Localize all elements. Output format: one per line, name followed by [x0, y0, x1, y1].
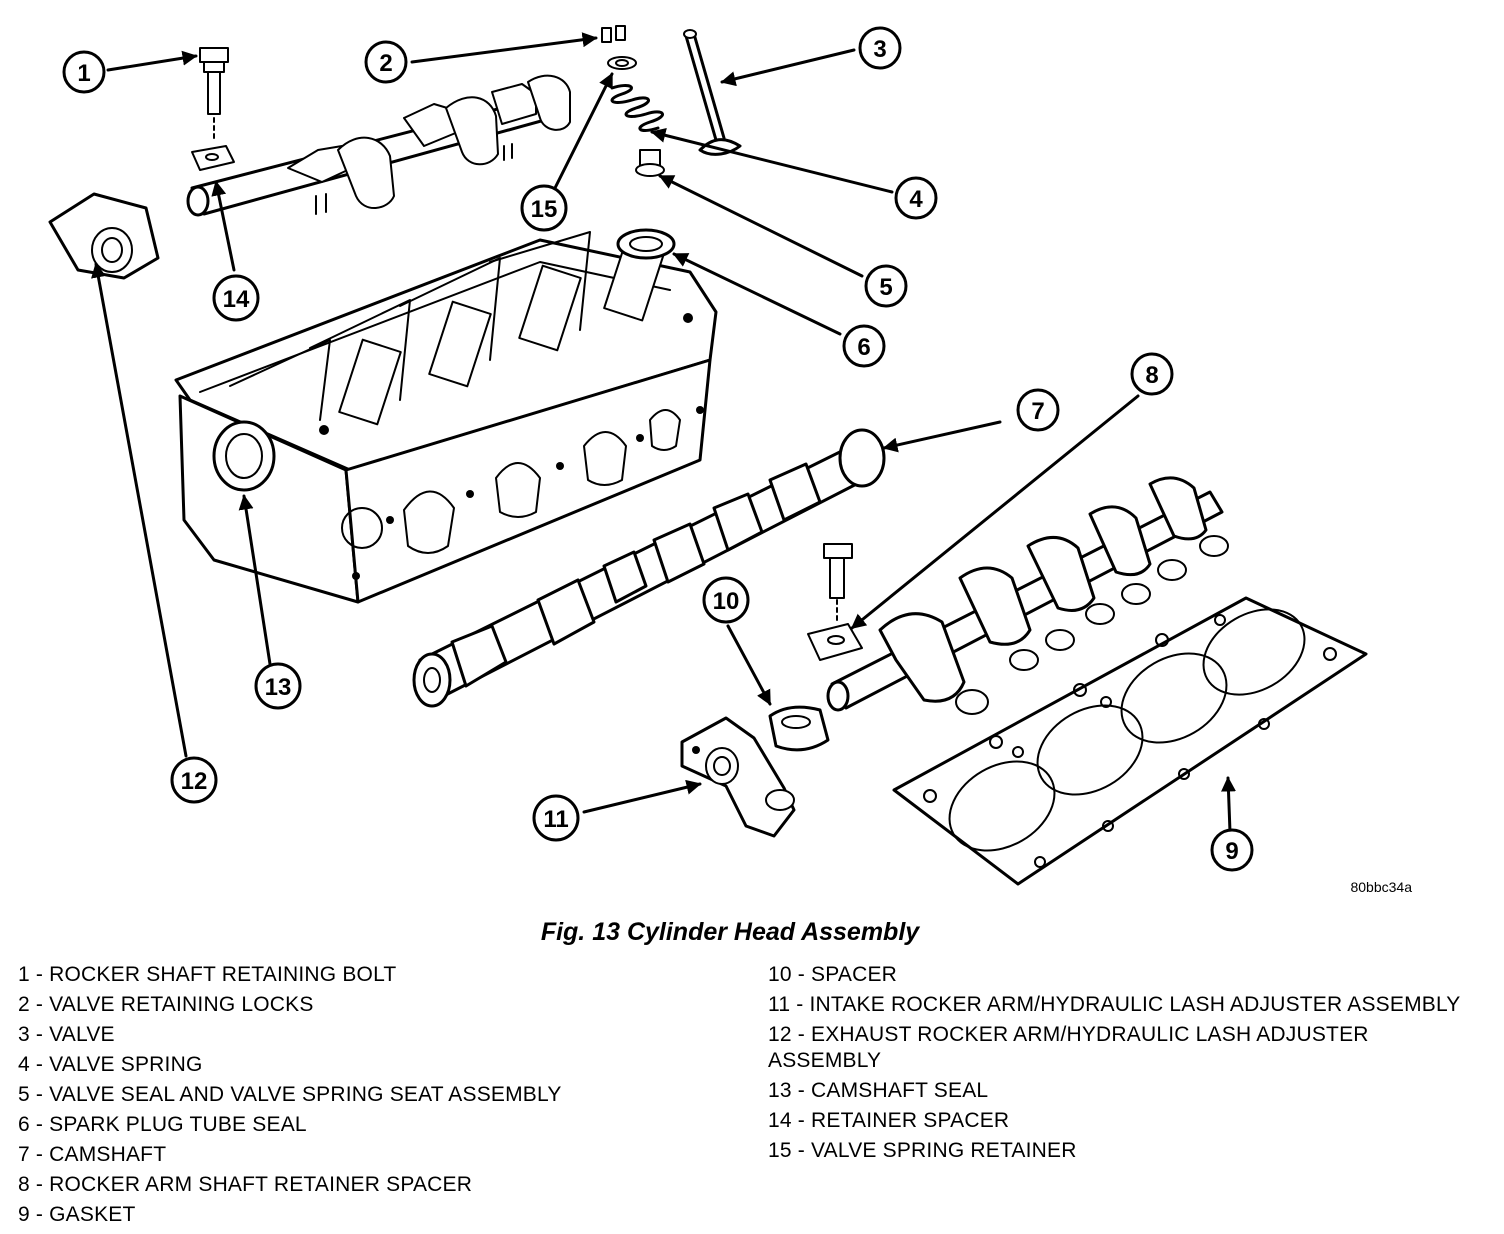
callout-15: 15 — [520, 184, 568, 232]
legend-item: 8 - ROCKER ARM SHAFT RETAINER SPACER — [18, 1173, 473, 1196]
figure-caption: Fig. 13 Cylinder Head Assembly — [540, 918, 920, 946]
callout-13: 13 — [254, 662, 302, 710]
valve — [683, 29, 742, 156]
legend-item: 10 - SPACER — [768, 963, 898, 986]
valve-seal-and-spring-seat — [635, 149, 665, 177]
legend-item: 1 - ROCKER SHAFT RETAINING BOLT — [18, 963, 397, 986]
cylinder-head — [174, 228, 718, 604]
callout-3: 3 — [858, 26, 902, 70]
legend-item: 14 - RETAINER SPACER — [768, 1109, 1010, 1132]
legend-item: 11 - INTAKE ROCKER ARM/HYDRAULIC LASH AD… — [768, 993, 1461, 1016]
figure-reference-code: 80bbc34a — [1350, 879, 1412, 895]
rocker-shaft-retaining-bolt — [199, 47, 229, 141]
svg-text:6: 6 — [857, 334, 870, 361]
exploded-view-illustration: 1 2 3 4 5 6 7 8 9 10 11 12 — [48, 25, 1412, 895]
camshaft — [412, 428, 886, 708]
svg-text:9: 9 — [1225, 838, 1238, 865]
valve-retaining-locks — [601, 25, 626, 43]
callout-9: 9 — [1210, 828, 1254, 872]
callout-2: 2 — [364, 40, 408, 84]
callout-4: 4 — [894, 176, 938, 220]
svg-text:14: 14 — [223, 286, 250, 313]
lower-rocker-shaft-assembly — [807, 476, 1229, 715]
valve-spring-retainer — [607, 56, 637, 70]
leader-arrows — [91, 32, 1236, 834]
callout-6: 6 — [842, 324, 886, 368]
svg-text:3: 3 — [873, 36, 886, 63]
callout-11: 11 — [532, 794, 580, 842]
svg-text:8: 8 — [1145, 362, 1158, 389]
svg-text:7: 7 — [1031, 398, 1044, 425]
callout-14: 14 — [212, 274, 260, 322]
callout-5: 5 — [864, 264, 908, 308]
valve-spring — [610, 84, 664, 132]
callout-1: 1 — [62, 50, 106, 94]
svg-text:5: 5 — [879, 274, 892, 301]
callout-8: 8 — [1130, 352, 1174, 396]
exhaust-rocker-arm — [48, 192, 160, 280]
callout-10: 10 — [702, 576, 750, 624]
legend-item: 13 - CAMSHAFT SEAL — [768, 1079, 989, 1102]
intake-rocker-arm — [680, 716, 796, 838]
legend-item: 5 - VALVE SEAL AND VALVE SPRING SEAT ASS… — [18, 1083, 562, 1106]
legend-right-column: 10 - SPACER 11 - INTAKE ROCKER ARM/HYDRA… — [768, 962, 1468, 1168]
callout-12: 12 — [170, 756, 218, 804]
head-gasket — [892, 596, 1368, 886]
svg-text:15: 15 — [531, 196, 558, 223]
legend-left-column: 1 - ROCKER SHAFT RETAINING BOLT 2 - VALV… — [18, 962, 738, 1232]
svg-text:12: 12 — [181, 768, 208, 795]
retainer-spacer — [191, 145, 235, 171]
svg-text:2: 2 — [379, 50, 392, 77]
legend-item: 15 - VALVE SPRING RETAINER — [768, 1139, 1077, 1162]
svg-text:4: 4 — [909, 186, 923, 213]
svg-text:1: 1 — [77, 60, 90, 87]
legend-item: 7 - CAMSHAFT — [18, 1143, 167, 1166]
spacer — [768, 705, 830, 752]
legend-item: 9 - GASKET — [18, 1203, 136, 1226]
legend-item: 3 - VALVE — [18, 1023, 115, 1046]
svg-text:10: 10 — [713, 588, 740, 615]
svg-text:13: 13 — [265, 674, 292, 701]
callout-7: 7 — [1016, 388, 1060, 432]
legend-item: 2 - VALVE RETAINING LOCKS — [18, 993, 314, 1016]
legend-item: 4 - VALVE SPRING — [18, 1053, 203, 1076]
legend-item: 12 - EXHAUST ROCKER ARM/HYDRAULIC LASH A… — [768, 1023, 1369, 1072]
svg-text:11: 11 — [543, 806, 568, 833]
upper-rocker-shaft-assembly — [186, 74, 571, 217]
legend-item: 6 - SPARK PLUG TUBE SEAL — [18, 1113, 307, 1136]
